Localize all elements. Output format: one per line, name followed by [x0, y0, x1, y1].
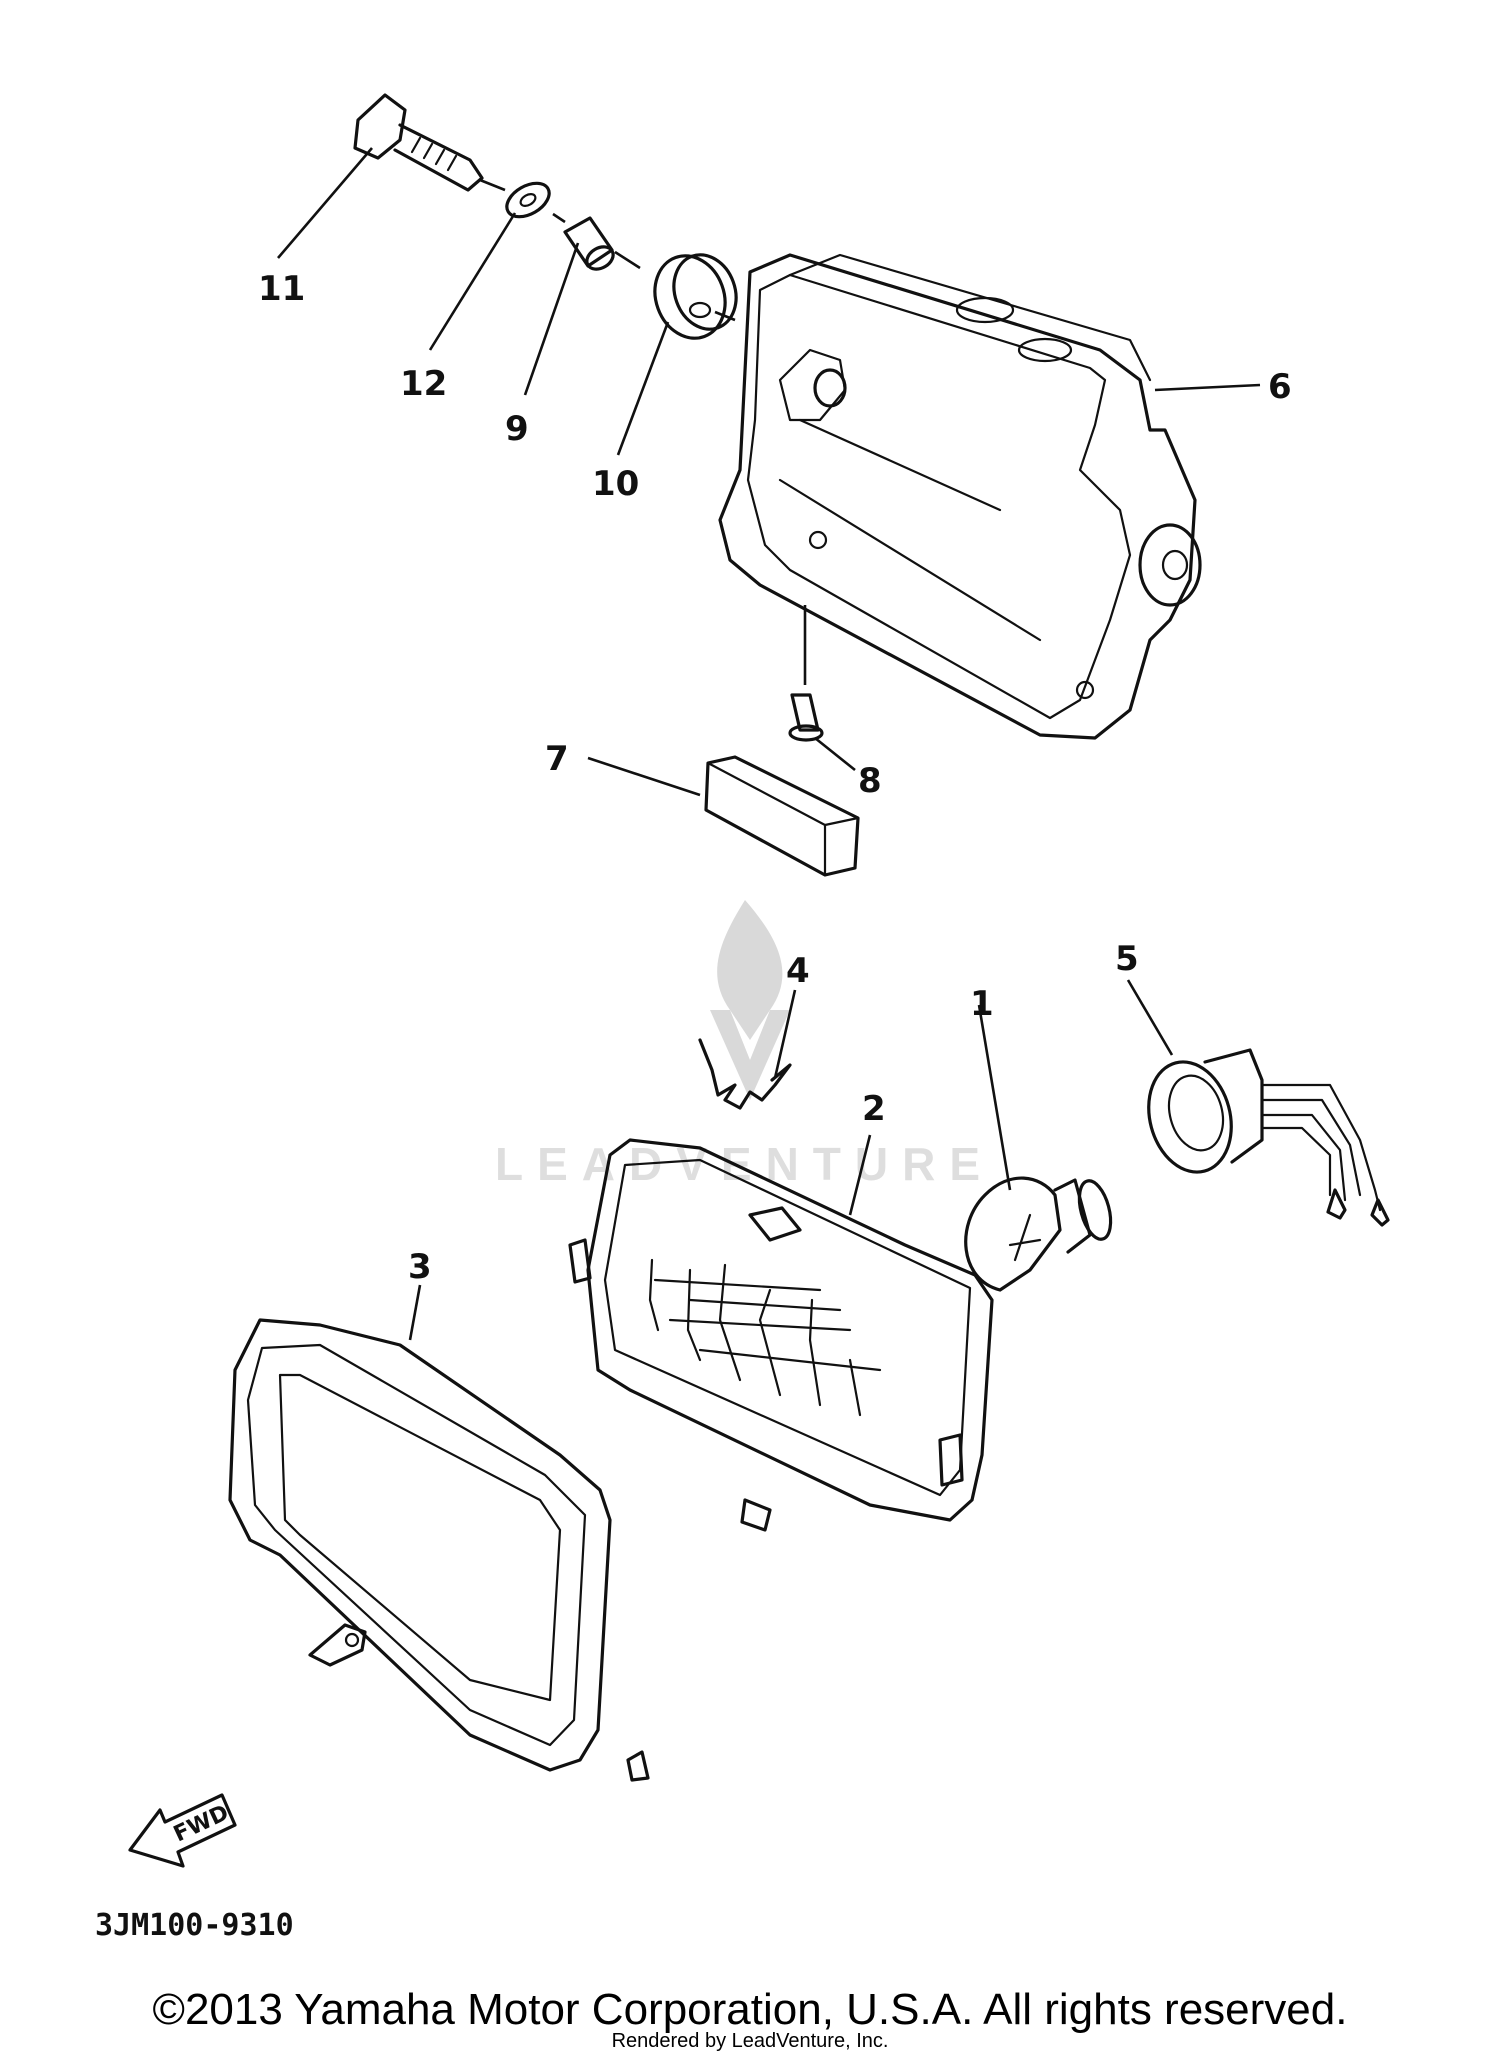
callout-2: 2 — [862, 1089, 886, 1129]
rendered-by: Rendered by LeadVenture, Inc. — [611, 2030, 889, 2052]
diagram-code: 3JM100-9310 — [95, 1908, 294, 1943]
callout-7: 7 — [545, 739, 569, 779]
part-5-socket — [1147, 1048, 1390, 1227]
part-4-clip — [698, 1038, 792, 1110]
callout-9: 9 — [505, 409, 529, 449]
fwd-arrow — [128, 1793, 237, 1868]
part-1-bulb — [964, 1176, 1113, 1292]
callout-12: 12 — [400, 364, 447, 404]
part-3-rim — [228, 1318, 650, 1782]
leader-lines — [277, 147, 1261, 1341]
callout-1: 1 — [970, 984, 994, 1024]
callout-10: 10 — [592, 464, 639, 504]
callout-11: 11 — [258, 269, 305, 309]
part-11-bolt — [353, 93, 484, 192]
callout-4: 4 — [786, 951, 810, 991]
part-2-lens — [568, 1138, 994, 1532]
part-6-housing — [718, 253, 1202, 740]
callout-6: 6 — [1268, 367, 1292, 407]
part-9-collar — [563, 216, 615, 271]
assembly-axis — [479, 178, 736, 322]
part-8-screw — [788, 605, 824, 742]
part-10-grommet — [653, 253, 738, 340]
part-7-block — [704, 755, 860, 877]
callout-3: 3 — [408, 1247, 432, 1287]
part-12-washer — [505, 181, 551, 219]
watermark-logo — [710, 900, 790, 1100]
callout-8: 8 — [858, 761, 882, 801]
callout-5: 5 — [1115, 939, 1139, 979]
copyright-notice: ©2013 Yamaha Motor Corporation, U.S.A. A… — [152, 1985, 1348, 2034]
